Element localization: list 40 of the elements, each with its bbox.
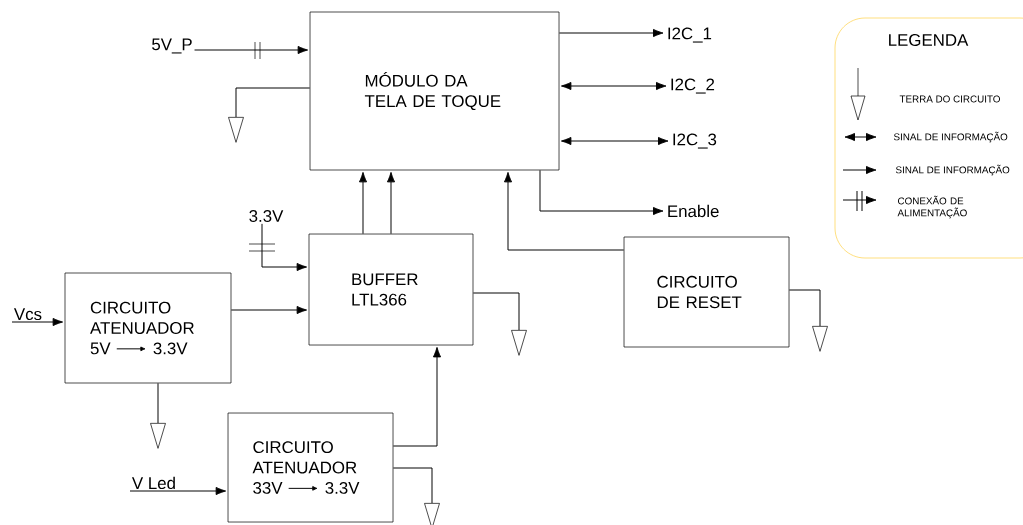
- double-arrow: [560, 81, 667, 91]
- signal-label: 3.3V: [249, 210, 284, 222]
- arrow: [358, 171, 368, 235]
- ground-symbol: [228, 117, 244, 143]
- block-box: BUFFER LTL366: [308, 233, 474, 346]
- signal-label: 5V_P: [152, 38, 192, 54]
- connector-line: [235, 87, 311, 118]
- signal-label: I2C_3: [673, 133, 717, 149]
- ground-symbol: [812, 326, 828, 352]
- connector-line: [392, 467, 433, 504]
- ground-symbol: [424, 503, 440, 525]
- connector-line: [472, 292, 520, 331]
- legend-text: SINAL DE INFORMAÇÃO: [893, 131, 1008, 143]
- arrow: [129, 486, 227, 496]
- signal-label: V Led: [131, 476, 175, 490]
- signal-label: I2C_1: [668, 27, 712, 43]
- block-box: CIRCUITO ATENUADOR 33V 3.3V: [227, 412, 394, 523]
- arrow: [11, 317, 64, 327]
- double-arrow: [560, 136, 669, 146]
- ground-symbol: [511, 330, 527, 356]
- block-box: CIRCUITO ATENUADOR 5V 3.3V: [64, 272, 232, 384]
- block-box: CIRCUITO DE RESET: [623, 236, 790, 348]
- arrow: [539, 169, 664, 216]
- legend-text: SINAL DE INFORMAÇÃO: [895, 164, 1010, 176]
- arrow: [194, 45, 309, 55]
- connector-line: [157, 382, 159, 424]
- arrow: [261, 223, 308, 272]
- signal-label: Vcs: [13, 308, 42, 321]
- legend-text: TERRA DO CIRCUITO: [899, 95, 1000, 103]
- arrow: [503, 171, 625, 251]
- arrow: [392, 346, 442, 447]
- arrow: [386, 171, 396, 235]
- signal-label: Enable: [668, 204, 719, 218]
- legend-text: CONEXÃO DE ALIMENTAÇÃO: [897, 195, 967, 219]
- arrow: [558, 28, 664, 38]
- block-box: MÓDULO DA TELA DE TOQUE: [309, 11, 560, 171]
- connector-line: [788, 289, 821, 327]
- signal-label: I2C_2: [671, 78, 715, 94]
- arrow: [230, 305, 308, 315]
- ground-symbol: [150, 423, 166, 449]
